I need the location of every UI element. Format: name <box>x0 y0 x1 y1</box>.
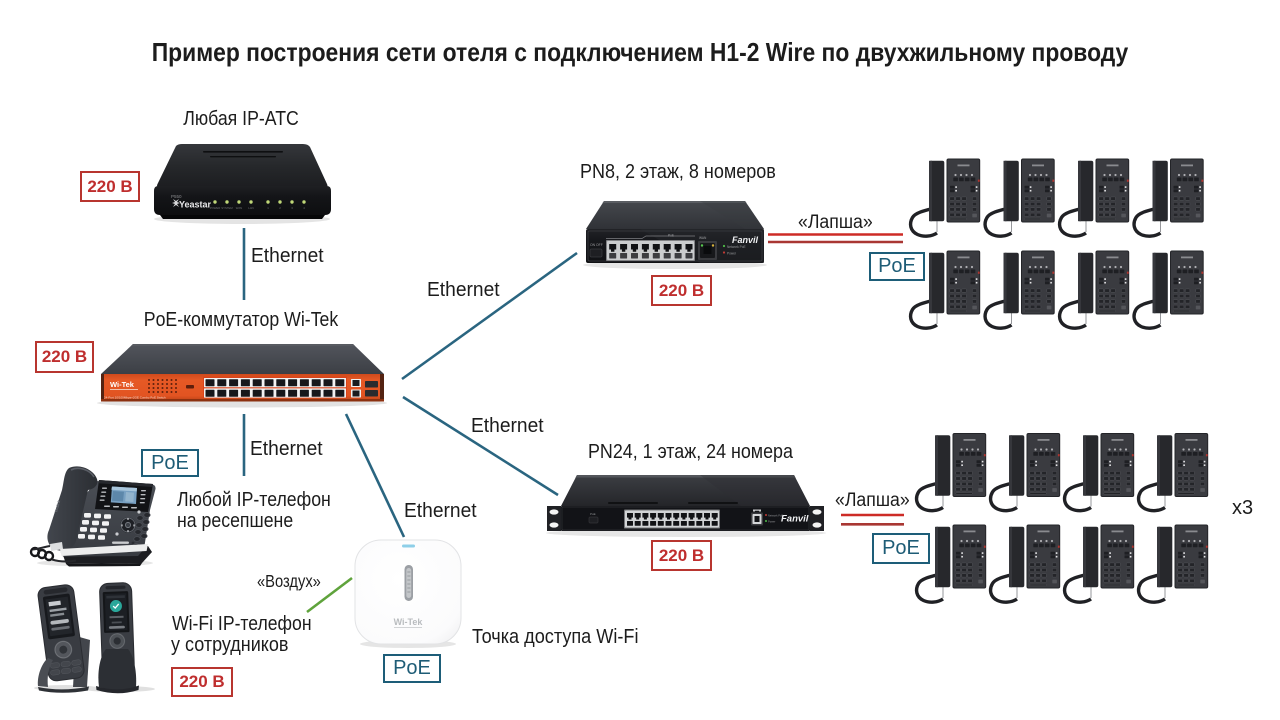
svg-text:WAN: WAN <box>699 236 707 240</box>
svg-text:1: 1 <box>267 206 269 210</box>
svg-text:Yeastar: Yeastar <box>179 200 212 210</box>
svg-text:Network PoE: Network PoE <box>768 514 783 518</box>
svg-text:Fanvil: Fanvil <box>781 514 809 525</box>
svg-text:Yealink: Yealink <box>53 500 61 514</box>
svg-text:Wi-Tek: Wi-Tek <box>110 380 135 389</box>
svg-text:2: 2 <box>279 206 281 210</box>
svg-text:SYSTEM: SYSTEM <box>221 206 233 210</box>
svg-text:Power: Power <box>727 252 737 256</box>
svg-text:24-Port 10/100Mbps+2GE Combo P: 24-Port 10/100Mbps+2GE Combo PoE Switch <box>104 396 166 400</box>
svg-text:Wi-Tek: Wi-Tek <box>394 617 424 627</box>
svg-text:3: 3 <box>291 206 293 210</box>
svg-text:ON OFF: ON OFF <box>590 243 603 247</box>
svg-text:4: 4 <box>303 206 305 210</box>
svg-text:P550: P550 <box>171 194 182 199</box>
svg-text:Power: Power <box>768 520 775 524</box>
svg-text:Network PoE: Network PoE <box>727 245 746 249</box>
svg-text:PoE: PoE <box>668 234 674 238</box>
svg-text:WAN: WAN <box>236 206 242 210</box>
svg-text:POWER: POWER <box>210 206 221 210</box>
svg-text:LAN: LAN <box>248 206 253 210</box>
svg-text:Fanvil: Fanvil <box>732 235 759 245</box>
svg-text:PoE: PoE <box>590 512 596 516</box>
